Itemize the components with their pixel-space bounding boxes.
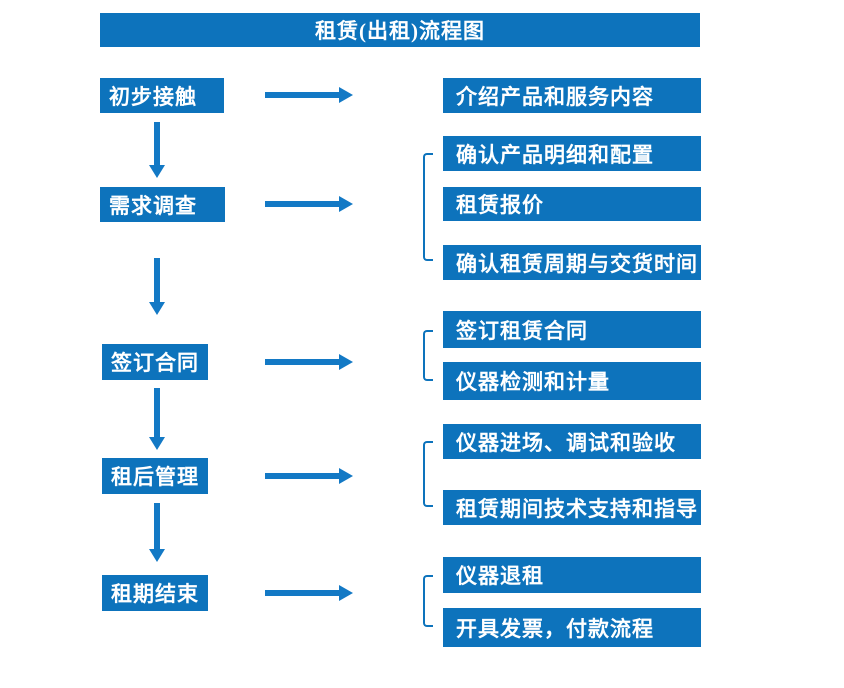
group-bracket-post-rental-mgmt xyxy=(423,441,433,507)
arrow-down-icon xyxy=(146,388,168,450)
detail-box-rental-quote: 租赁报价 xyxy=(443,187,701,221)
arrow-right-icon xyxy=(265,354,353,370)
arrow-down-icon xyxy=(146,122,168,178)
arrow-down-icon xyxy=(146,503,168,562)
detail-box-technical-support: 租赁期间技术支持和指导 xyxy=(443,490,701,525)
detail-box-instrument-testing: 仪器检测和计量 xyxy=(443,362,701,400)
detail-box-confirm-product-details: 确认产品明细和配置 xyxy=(443,136,701,171)
detail-box-invoice-payment: 开具发票，付款流程 xyxy=(443,608,701,647)
arrow-right-icon xyxy=(265,87,353,103)
detail-box-sign-rental-contract: 签订租赁合同 xyxy=(443,311,701,348)
stage-box-lease-end: 租期结束 xyxy=(102,575,208,611)
group-bracket-sign-contract xyxy=(423,330,433,381)
flowchart-title: 租赁(出租)流程图 xyxy=(100,13,700,47)
detail-box-instrument-return: 仪器退租 xyxy=(443,557,701,593)
stage-box-sign-contract: 签订合同 xyxy=(102,344,208,380)
detail-box-instrument-entry: 仪器进场、调试和验收 xyxy=(443,424,701,459)
arrow-right-icon xyxy=(265,585,353,601)
group-bracket-lease-end xyxy=(423,575,433,627)
stage-box-post-rental-mgmt: 租后管理 xyxy=(102,458,208,494)
group-bracket-demand-survey xyxy=(423,153,433,261)
arrow-right-icon xyxy=(265,196,353,212)
detail-box-confirm-rental-period: 确认租赁周期与交货时间 xyxy=(443,245,701,280)
detail-box-introduce-products: 介绍产品和服务内容 xyxy=(443,78,701,113)
arrow-right-icon xyxy=(265,468,353,484)
stage-box-initial-contact: 初步接触 xyxy=(100,78,224,113)
stage-box-demand-survey: 需求调查 xyxy=(100,187,225,222)
arrow-down-icon xyxy=(146,258,168,315)
